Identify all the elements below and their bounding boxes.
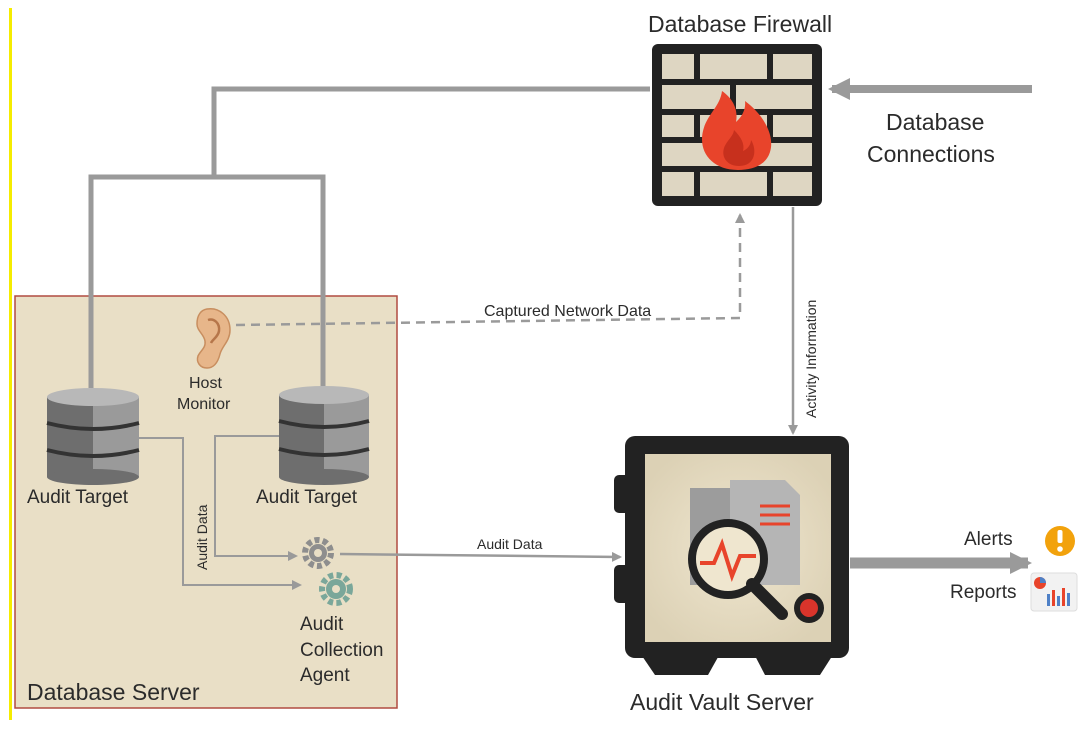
connector-lines xyxy=(88,78,1032,590)
host-monitor-label-line1: Host xyxy=(189,375,222,392)
captured-network-data-arrow xyxy=(235,213,745,327)
database-server-label: Database Server xyxy=(27,679,200,705)
database-connections-label-line1: Database xyxy=(886,109,984,135)
alerts-label: Alerts xyxy=(964,529,1013,550)
database-firewall-label: Database Firewall xyxy=(648,11,832,37)
captured-network-data-label: Captured Network Data xyxy=(484,303,651,320)
database-icon-right xyxy=(278,386,370,485)
activity-information-label: Activity Information xyxy=(803,300,819,418)
audit-data-arrow-label: Audit Data xyxy=(477,536,543,552)
host-monitor-label-line2: Monitor xyxy=(177,396,231,413)
audit-collection-agent-label-line2: Collection xyxy=(300,640,383,661)
report-chart-icon xyxy=(1030,572,1078,612)
exclamation-circle-icon xyxy=(1045,526,1075,556)
audit-collection-agent-label-line3: Agent xyxy=(300,665,350,686)
ear-icon xyxy=(196,308,231,369)
agent-to-vault-audit-data-arrow xyxy=(339,551,622,562)
left-target-audit-data-line xyxy=(138,437,302,590)
audit-target-left-label: Audit Target xyxy=(27,487,129,508)
firewall-icon xyxy=(652,44,822,206)
database-icon-left xyxy=(46,388,140,485)
left-accent-line xyxy=(9,8,12,720)
safe-vault-icon xyxy=(614,436,849,675)
right-target-audit-data-line xyxy=(214,435,298,561)
database-connections-label-line2: Connections xyxy=(867,141,995,167)
reports-label: Reports xyxy=(950,582,1017,603)
audit-vault-server-label: Audit Vault Server xyxy=(630,689,814,715)
gears-icon xyxy=(302,537,353,606)
audit-data-vertical-label: Audit Data xyxy=(194,504,210,570)
audit-target-right-label: Audit Target xyxy=(256,487,358,508)
audit-collection-agent-label-line1: Audit xyxy=(300,614,344,635)
firewall-to-right-target-connector xyxy=(214,174,326,388)
